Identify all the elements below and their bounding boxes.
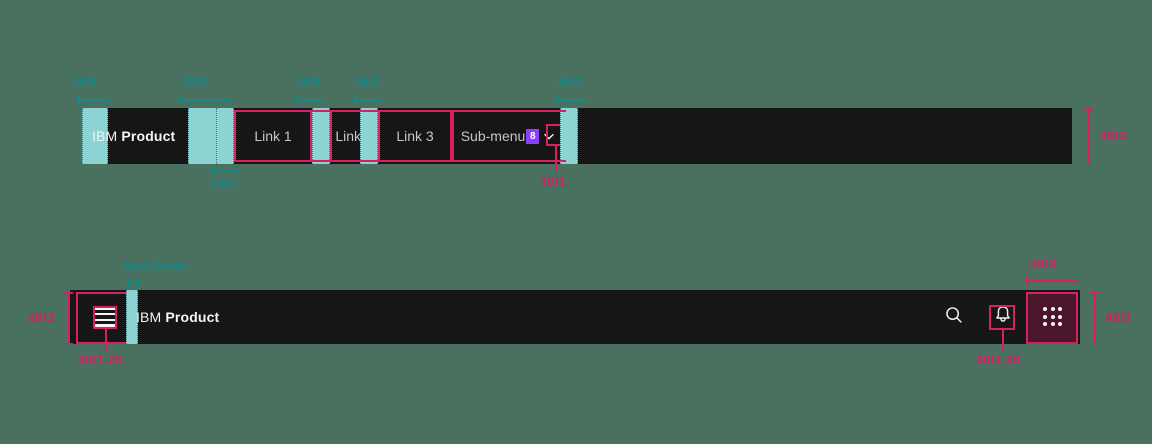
spacer-link1-link2 xyxy=(312,108,330,164)
brk-submenu-gap xyxy=(556,95,586,104)
brk-top-bottom-pad xyxy=(212,166,240,175)
bottom-header-bar xyxy=(70,290,1080,344)
ann-top-bottom-pad: 16/1 xyxy=(211,176,238,191)
nav-strip-top-rule xyxy=(234,110,566,112)
menu-button[interactable] xyxy=(80,292,130,342)
ann-menu-icon-size: 20/1.25 xyxy=(78,352,123,367)
ann-submenu-icon-pad: 16/1 xyxy=(540,174,567,189)
nav-link-3[interactable]: Link 3 xyxy=(378,110,452,162)
ann-link-gap-2: 16/1 xyxy=(354,74,381,89)
spacer-before-link1 xyxy=(216,108,234,164)
app-switcher-measure-box xyxy=(1026,292,1078,344)
spacer-link2-link3 xyxy=(360,108,378,164)
ann-bottom-brand-gap: 8px/.5rem xyxy=(124,258,187,273)
brk-top-bar-height xyxy=(1084,108,1093,164)
hamburger-menu-icon xyxy=(95,307,115,327)
ann-bell-icon-size: 20/1.25 xyxy=(976,352,1021,367)
spacer-left-pad-top xyxy=(82,108,108,164)
app-switcher-grid-icon xyxy=(1043,307,1063,327)
brk-bottom-bar-height-left xyxy=(64,292,73,344)
search-button[interactable] xyxy=(930,292,978,342)
brk-brand-gap xyxy=(180,95,232,104)
ann-app-switcher-height: 48/3 xyxy=(1105,310,1132,325)
bottom-brand-prefix: IBM xyxy=(136,309,162,325)
ann-link-gap-1: 16/1 xyxy=(296,74,323,89)
ann-brand-gap: 32/2 xyxy=(182,74,209,89)
hamburger-glyph-measure-box xyxy=(93,306,117,329)
nav-sub-menu-label: Sub-menu xyxy=(460,128,526,144)
leader-bell-icon-size xyxy=(1002,330,1004,352)
ann-bottom-bar-height-left: 48/3 xyxy=(28,310,55,325)
spacer-after-submenu xyxy=(560,108,578,164)
leader-submenu-icon xyxy=(555,146,557,172)
brand-name: Product xyxy=(121,128,176,144)
notification-bell-icon xyxy=(992,304,1014,331)
bottom-brand-label[interactable]: IBM Product xyxy=(136,290,256,344)
brk-link-gap-2 xyxy=(354,95,382,104)
brk-top-left-pad xyxy=(78,95,112,104)
spacer-menu-brand-gap xyxy=(126,290,138,344)
nav-link-3-label: Link 3 xyxy=(396,128,434,144)
brk-app-switcher-height xyxy=(1090,292,1099,344)
nav-link-1-label: Link 1 xyxy=(254,128,292,144)
ann-top-bar-height: 48/3 xyxy=(1100,128,1127,143)
sub-menu-badge: 8 xyxy=(526,128,540,144)
ann-submenu-gap: 16/1 xyxy=(556,74,583,89)
brk-app-switcher-width xyxy=(1026,276,1078,285)
bell-glyph-measure-box xyxy=(989,305,1015,330)
app-switcher-button[interactable] xyxy=(1028,292,1078,342)
notification-button[interactable] xyxy=(979,292,1027,342)
nav-link-1[interactable]: Link 1 xyxy=(234,110,312,162)
ann-app-switcher-width: 48/3 xyxy=(1030,256,1057,271)
brand-prefix: IBM xyxy=(92,128,118,144)
bottom-brand-name: Product xyxy=(165,309,220,325)
search-icon xyxy=(943,304,965,331)
ann-top-left-pad: 16/1 xyxy=(72,74,99,89)
leader-menu-icon-size xyxy=(105,329,107,351)
brk-link-gap-1 xyxy=(296,95,324,104)
top-brand-label[interactable]: IBM Product xyxy=(92,108,190,164)
brk-bottom-brand-gap xyxy=(127,278,139,287)
nav-strip-bottom-rule xyxy=(234,160,566,162)
